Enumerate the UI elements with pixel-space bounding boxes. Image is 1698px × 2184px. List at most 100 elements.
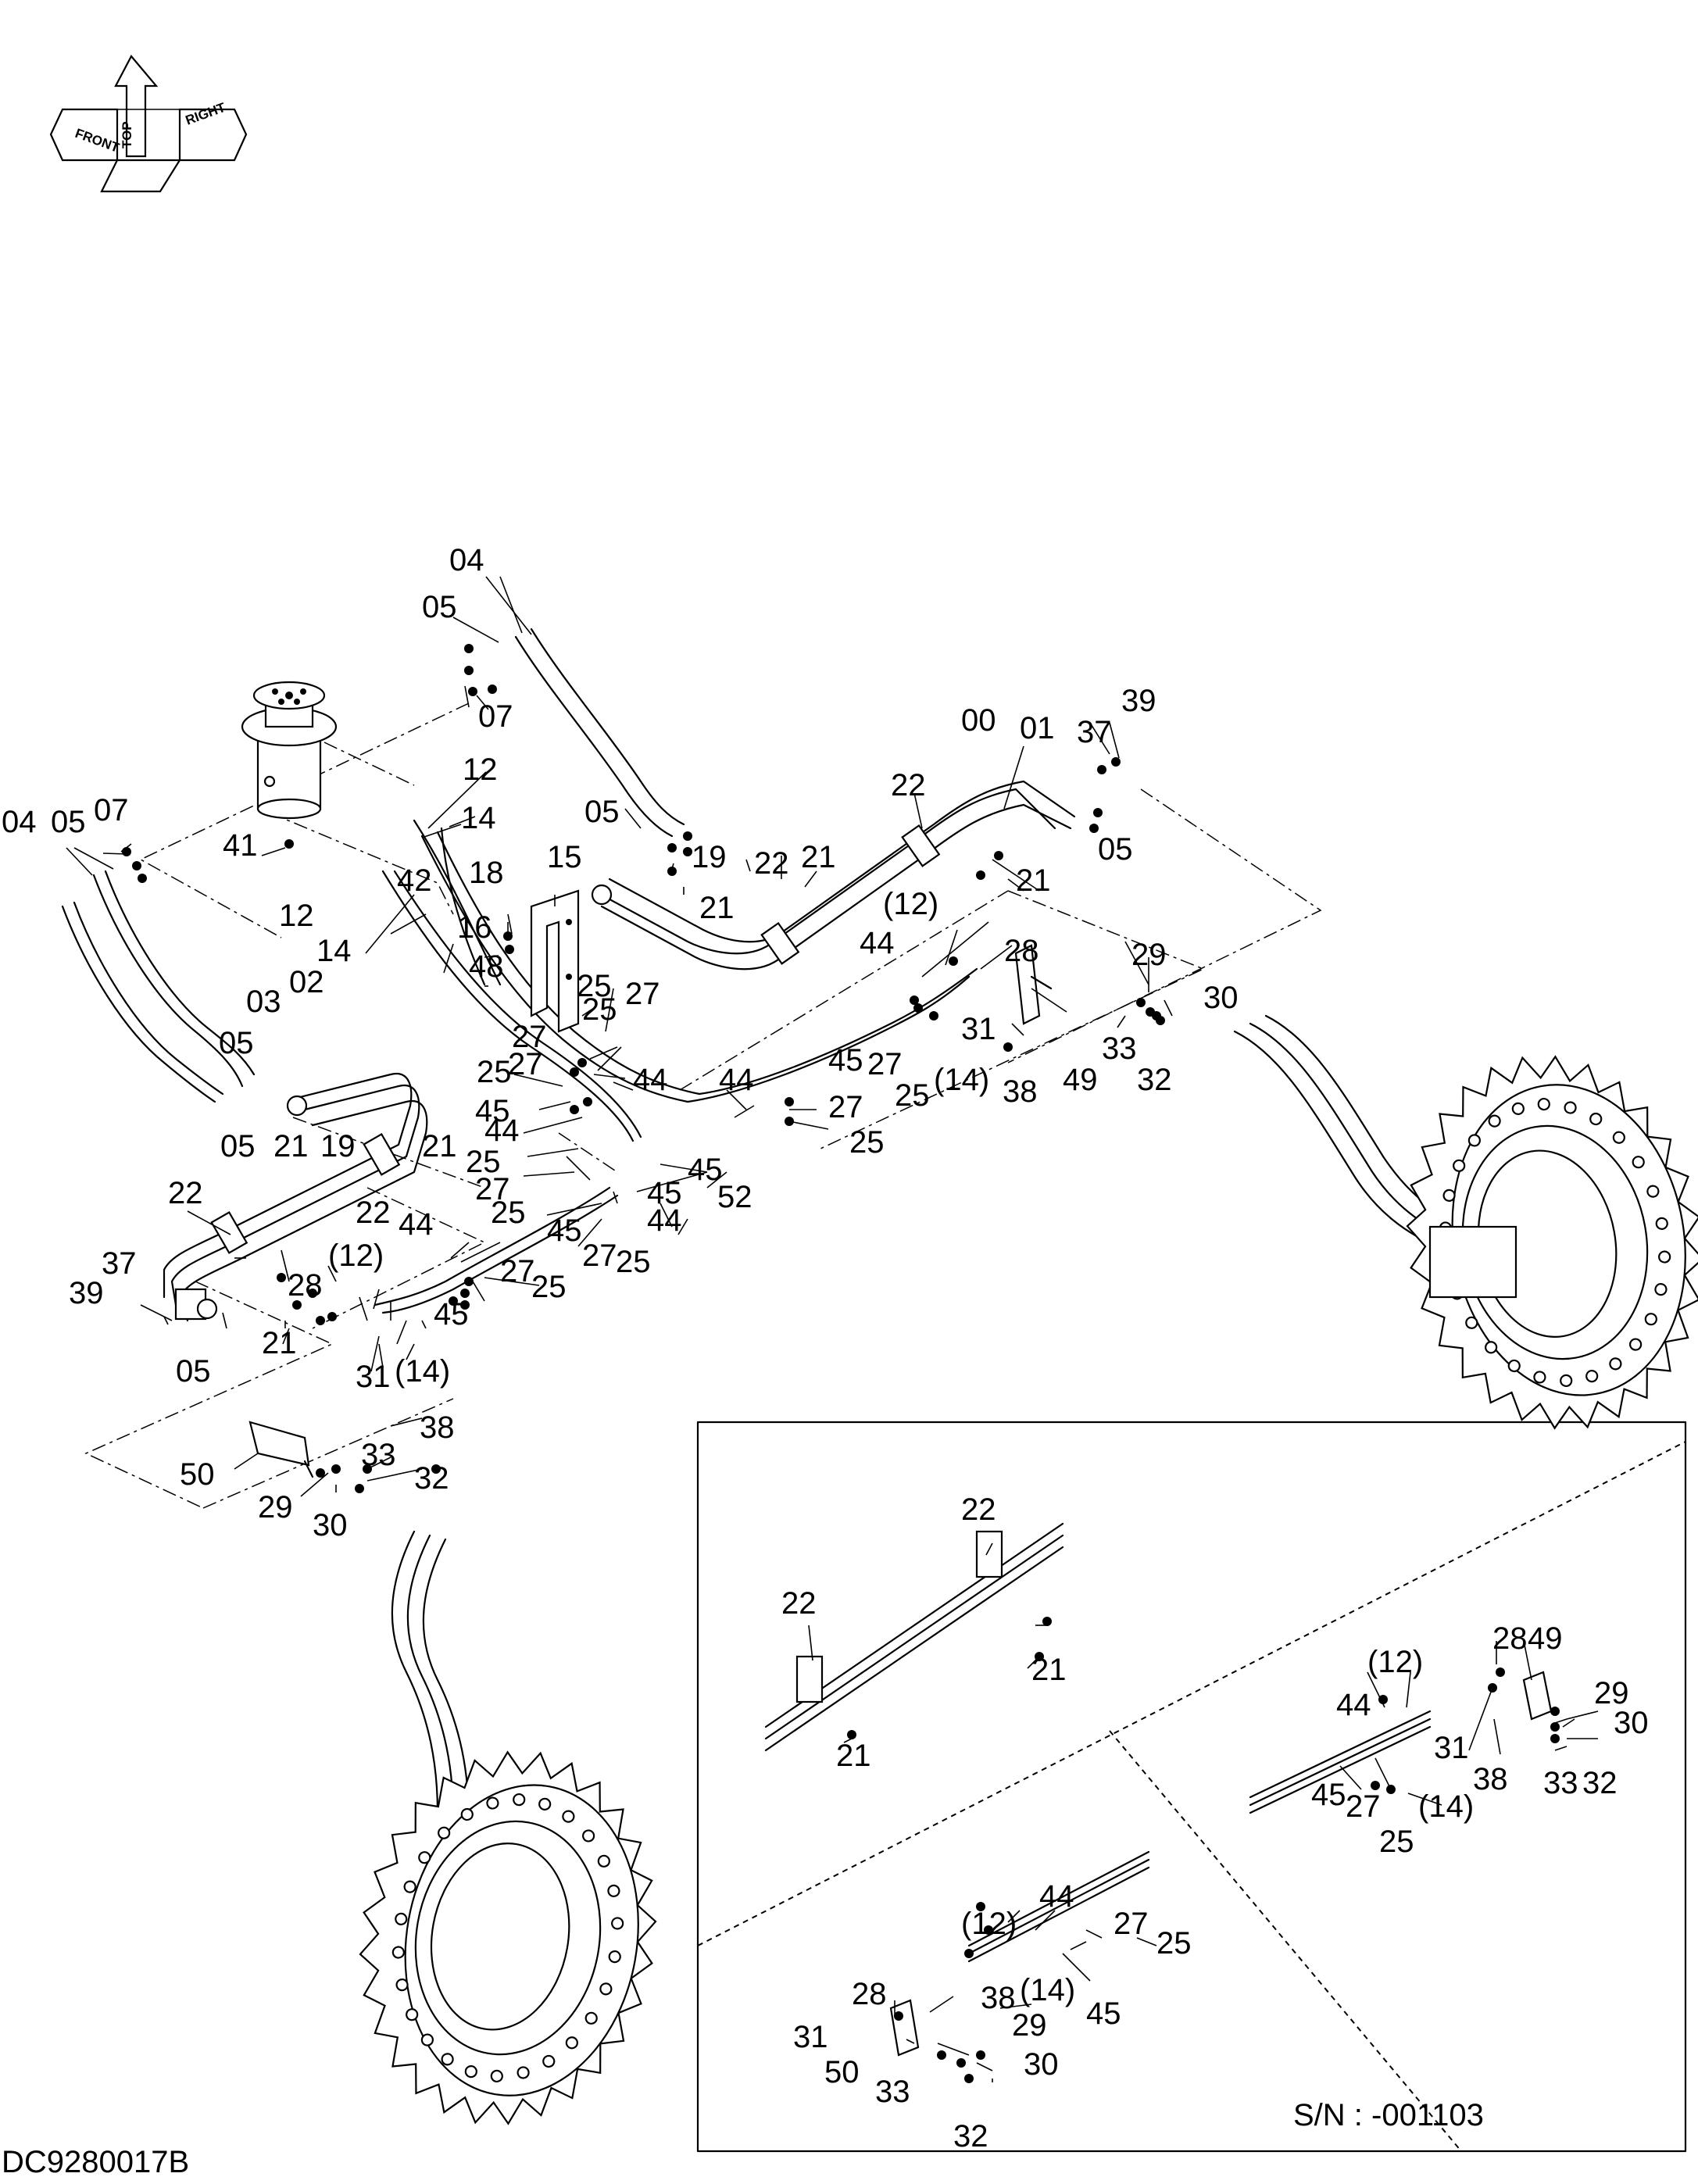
- callout-label: 12: [279, 899, 314, 933]
- callout-label: (14): [1418, 1789, 1474, 1824]
- callout-label: 03: [246, 985, 281, 1019]
- callout-label: 49: [1063, 1063, 1098, 1097]
- callout-label: 25: [477, 1055, 512, 1089]
- callout-label: 28: [852, 1977, 887, 2011]
- callout-label: (12): [961, 1907, 1017, 1941]
- callout-label: 49: [1528, 1621, 1563, 1656]
- callout-label: 25: [1379, 1825, 1414, 1859]
- callout-label: 15: [547, 840, 582, 874]
- callout-label: 27: [508, 1047, 543, 1081]
- callout-label: (12): [1367, 1645, 1423, 1679]
- callout-label: (12): [328, 1239, 384, 1273]
- callout-label: 41: [223, 828, 258, 863]
- callout-label: 04: [2, 805, 37, 839]
- callout-label: 21: [1016, 863, 1051, 898]
- callout-label: 05: [51, 805, 86, 839]
- callout-label: 38: [420, 1410, 455, 1445]
- callout-label: 27: [512, 1020, 547, 1054]
- callout-label: 50: [824, 2055, 860, 2089]
- callout-label: 14: [316, 934, 352, 968]
- callout-label: 32: [1582, 1766, 1618, 1800]
- callout-label: 38: [1003, 1074, 1038, 1109]
- callout-label: 07: [94, 793, 129, 827]
- callout-label: 27: [1346, 1789, 1381, 1824]
- callout-label: 25: [491, 1196, 526, 1230]
- callout-label: 37: [1077, 715, 1112, 749]
- callout-label: 27: [828, 1090, 863, 1124]
- callout-label: 22: [891, 768, 926, 802]
- inset-frame: [696, 1421, 1687, 2153]
- callout-label: 45: [434, 1297, 469, 1331]
- bracket-50: [248, 1421, 314, 1478]
- callout-label: 38: [1473, 1762, 1508, 1796]
- callout-label: 37: [102, 1246, 137, 1281]
- callout-label: 05: [1098, 832, 1133, 867]
- callout-label: 18: [469, 856, 504, 890]
- callout-label: 45: [1311, 1778, 1346, 1812]
- callout-label: 21: [836, 1739, 871, 1773]
- callout-label: 12: [463, 752, 498, 787]
- callout-label: 39: [69, 1276, 104, 1310]
- callout-label: 05: [220, 1129, 256, 1163]
- callout-label: 31: [1434, 1731, 1469, 1765]
- callout-label: 21: [273, 1129, 309, 1163]
- callout-label: 45: [647, 1176, 682, 1210]
- callout-label: 29: [1131, 938, 1167, 972]
- callout-label: 16: [457, 910, 492, 945]
- drawing-code: DC9280017B: [2, 2145, 189, 2179]
- bracket-15: [530, 889, 580, 1033]
- callout-label: 39: [1121, 684, 1156, 718]
- callout-label: 44: [1336, 1688, 1371, 1722]
- callout-label: 21: [422, 1129, 457, 1163]
- callout-label: 42: [397, 863, 432, 898]
- callout-label: (12): [883, 887, 938, 921]
- callout-label: 44: [719, 1063, 754, 1097]
- callout-label: 22: [781, 1586, 817, 1621]
- callout-label: 31: [356, 1360, 391, 1394]
- callout-label: 04: [449, 543, 484, 577]
- swivel-joint: [241, 681, 338, 820]
- callout-label: 45: [1086, 1996, 1121, 2031]
- callout-label: 44: [647, 1203, 682, 1238]
- callout-label: 30: [1024, 2047, 1059, 2082]
- callout-label: 50: [180, 1457, 215, 1492]
- callout-label: 14: [461, 801, 496, 835]
- callout-label: 32: [953, 2119, 988, 2154]
- callout-label: 29: [1012, 2008, 1047, 2043]
- callout-label: 21: [1031, 1653, 1067, 1687]
- callout-label: 31: [961, 1012, 996, 1046]
- callout-label: 22: [168, 1176, 203, 1210]
- callout-label: 22: [754, 846, 789, 881]
- callout-label: 05: [176, 1354, 211, 1389]
- callout-label: 28: [1004, 934, 1039, 968]
- callout-label: 29: [1594, 1676, 1629, 1710]
- callout-label: 33: [361, 1438, 396, 1472]
- callout-label: 21: [699, 891, 735, 925]
- callout-label: 07: [478, 699, 513, 734]
- callout-label: 25: [531, 1270, 567, 1304]
- left-travel-motor: [359, 1750, 657, 2125]
- callout-label: 01: [1020, 711, 1055, 745]
- callout-label: 27: [475, 1172, 510, 1206]
- callout-label: 48: [469, 949, 504, 984]
- callout-label: 05: [584, 795, 620, 829]
- callout-label: 33: [1102, 1031, 1137, 1066]
- callout-label: 29: [258, 1490, 293, 1525]
- callout-label: 45: [547, 1214, 582, 1248]
- callout-label: 19: [692, 840, 727, 874]
- callout-label: 44: [1039, 1879, 1074, 1914]
- callout-label: 30: [1614, 1706, 1649, 1740]
- callout-label: 44: [399, 1207, 434, 1242]
- callout-label: 05: [422, 590, 457, 624]
- callout-label: (14): [934, 1063, 989, 1097]
- callout-label: (14): [395, 1354, 450, 1389]
- callout-label: 22: [356, 1196, 391, 1230]
- callout-label: 00: [961, 703, 996, 738]
- callout-label: 44: [484, 1113, 520, 1148]
- callout-label: 32: [1137, 1063, 1172, 1097]
- callout-label: 45: [828, 1043, 863, 1078]
- callout-label: 45: [688, 1153, 723, 1187]
- callout-label: 38: [981, 1981, 1016, 2015]
- callout-label: 31: [793, 2020, 828, 2054]
